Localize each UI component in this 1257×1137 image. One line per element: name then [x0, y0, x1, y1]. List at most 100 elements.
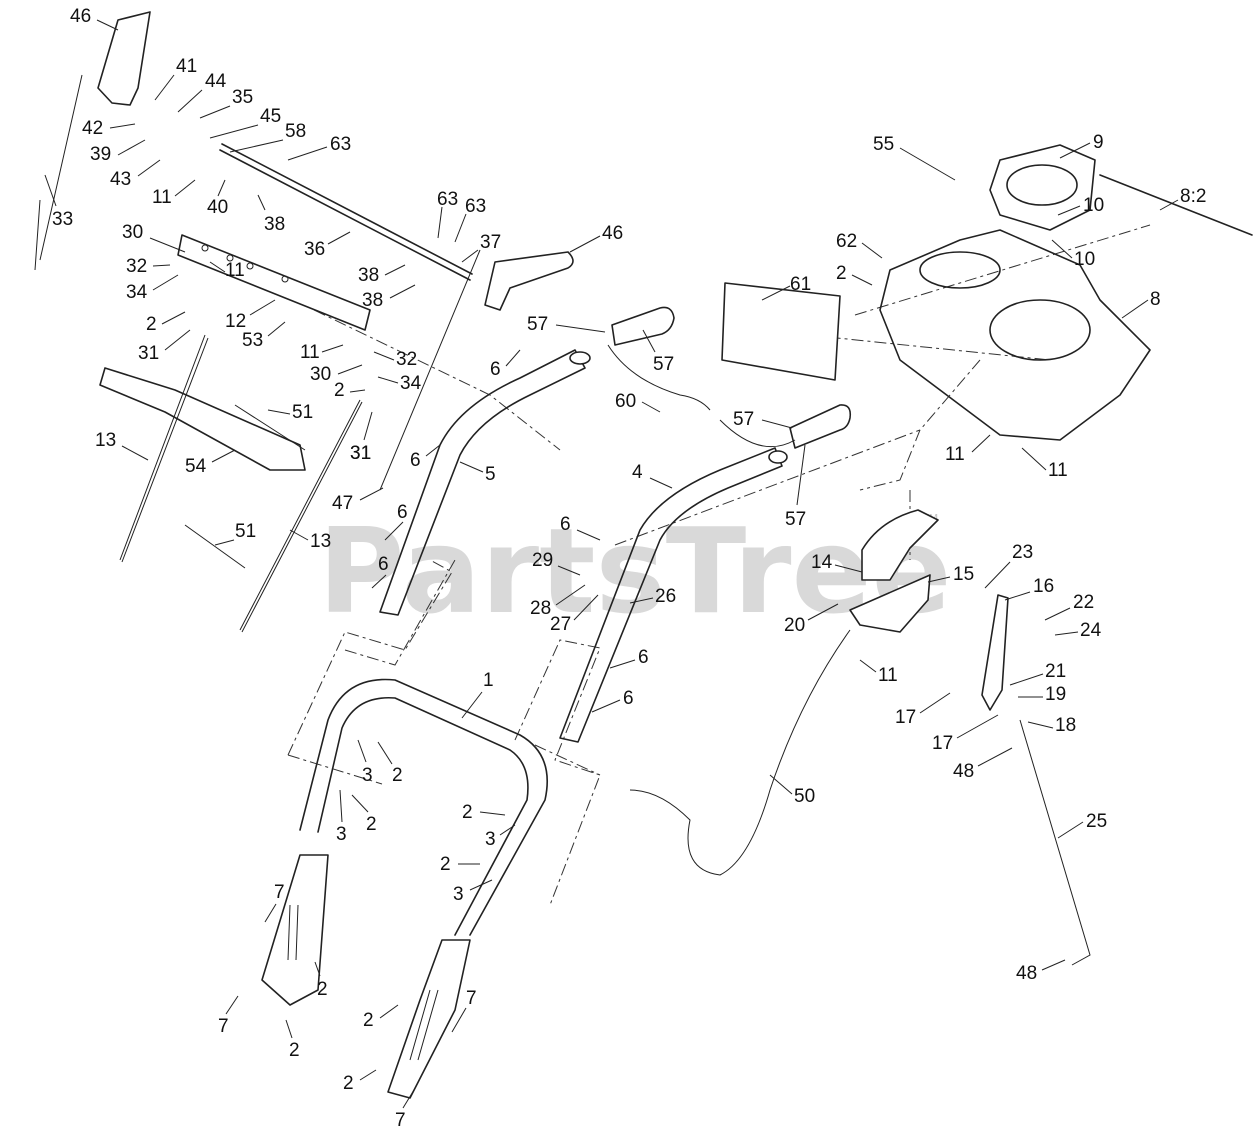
svg-text:8: 8: [1150, 289, 1161, 310]
svg-text:58: 58: [285, 121, 306, 142]
callout-11-e: 11: [209, 260, 245, 281]
svg-text:26: 26: [655, 586, 676, 607]
part-9: [989, 144, 1096, 231]
svg-text:5: 5: [485, 464, 496, 485]
callout-18: 18: [1027, 715, 1076, 736]
svg-text:6: 6: [397, 502, 408, 523]
callout-36: 36: [304, 231, 351, 260]
callout-63-b: 63: [437, 189, 458, 239]
callout-3-g: 2: [285, 1019, 300, 1061]
svg-text:57: 57: [527, 314, 548, 335]
callout-6-e: 6: [560, 514, 601, 541]
callout-34-a: 34: [126, 274, 179, 303]
callout-35: 35: [199, 87, 253, 119]
callout-40: 40: [207, 179, 228, 218]
callout-6-g: 6: [591, 688, 634, 713]
callout-58: 58: [229, 121, 306, 153]
svg-text:40: 40: [207, 197, 228, 218]
callout-16: 16: [1004, 576, 1054, 601]
callout-23: 23: [984, 542, 1033, 589]
callout-6-a: 6: [490, 349, 521, 380]
callout-3-f: 2: [363, 1004, 399, 1031]
svg-text:11: 11: [1048, 460, 1068, 481]
callout-8-2: 8:2: [1159, 186, 1206, 211]
callout-2-a: 7: [264, 882, 285, 923]
callout-13-b: 13: [289, 529, 331, 552]
svg-text:16: 16: [1033, 576, 1054, 597]
strip-8-2: [1099, 174, 1253, 236]
callout-11-f: 11: [300, 342, 344, 363]
svg-text:63: 63: [465, 196, 486, 217]
callout-7-c: 3: [485, 824, 516, 850]
callout-46-b: 46: [569, 223, 623, 253]
svg-text:2: 2: [462, 802, 473, 823]
svg-text:2: 2: [343, 1073, 354, 1094]
svg-text:33: 33: [52, 209, 73, 230]
callout-34-b: 34: [377, 373, 422, 394]
callout-3-b: 2: [351, 794, 377, 835]
svg-text:27: 27: [550, 614, 571, 635]
svg-text:32: 32: [126, 256, 147, 277]
svg-text:8:2: 8:2: [1180, 186, 1206, 207]
callout-25: 25: [1057, 811, 1107, 839]
callout-11-d: 11: [1021, 447, 1068, 481]
plate-12: [177, 234, 371, 331]
upper-handle-5: [379, 349, 591, 616]
callout-17-b: 17: [932, 714, 999, 754]
callout-2-b: 7: [451, 988, 477, 1033]
svg-text:28: 28: [530, 598, 551, 619]
callout-47: 47: [332, 487, 384, 514]
svg-text:7: 7: [218, 1016, 229, 1037]
callout-57-c: 57: [733, 409, 793, 430]
svg-text:36: 36: [304, 239, 325, 260]
svg-text:19: 19: [1045, 684, 1066, 705]
svg-text:53: 53: [242, 330, 263, 351]
svg-text:32: 32: [396, 349, 417, 370]
callout-33: 33: [44, 174, 73, 230]
lever-46: [97, 11, 574, 311]
svg-text:18: 18: [1055, 715, 1076, 736]
svg-text:61: 61: [790, 274, 811, 295]
lower-handle-1: [299, 678, 549, 936]
svg-text:6: 6: [410, 450, 421, 471]
callout-28: 28: [530, 584, 586, 619]
callout-31-a: 31: [138, 329, 191, 364]
callout-3-a: 2: [377, 741, 403, 786]
callout-38-a: 38: [257, 194, 285, 235]
callout-51-b: 51: [214, 521, 256, 546]
svg-text:2: 2: [363, 1010, 374, 1031]
cables: [34, 74, 481, 633]
callout-39: 39: [90, 139, 146, 165]
svg-text:38: 38: [362, 290, 383, 311]
svg-text:2: 2: [836, 263, 847, 284]
svg-text:3: 3: [362, 765, 373, 786]
callout-3-h: 2: [343, 1069, 377, 1094]
callout-57-d: 57: [785, 444, 806, 530]
svg-text:57: 57: [785, 509, 806, 530]
callout-3-i: 2: [836, 263, 873, 286]
callout-2-d: 7: [395, 1089, 415, 1131]
shaft-36: [219, 143, 473, 281]
callout-43: 43: [110, 159, 161, 190]
callout-15: 15: [927, 564, 974, 585]
svg-text:23: 23: [1012, 542, 1033, 563]
svg-text:30: 30: [310, 364, 331, 385]
callout-31-b: 31: [350, 411, 373, 464]
callout-11-a: 11: [152, 179, 196, 208]
svg-text:2: 2: [440, 854, 451, 875]
callout-2-c: 7: [218, 995, 239, 1037]
shield-14: [861, 509, 939, 581]
callout-9: 9: [1059, 132, 1104, 159]
svg-text:50: 50: [794, 786, 815, 807]
callout-63-c: 63: [454, 196, 486, 243]
svg-text:6: 6: [378, 554, 389, 575]
svg-text:7: 7: [274, 882, 285, 903]
svg-text:11: 11: [300, 342, 320, 363]
callout-11-b: 11: [859, 659, 898, 686]
callout-38-c: 38: [362, 284, 416, 311]
watermark: PartsTree: [318, 502, 952, 640]
callout-3-e: 2: [314, 961, 328, 1000]
svg-text:34: 34: [400, 373, 422, 394]
svg-text:13: 13: [310, 531, 331, 552]
cable-50: [629, 629, 851, 876]
